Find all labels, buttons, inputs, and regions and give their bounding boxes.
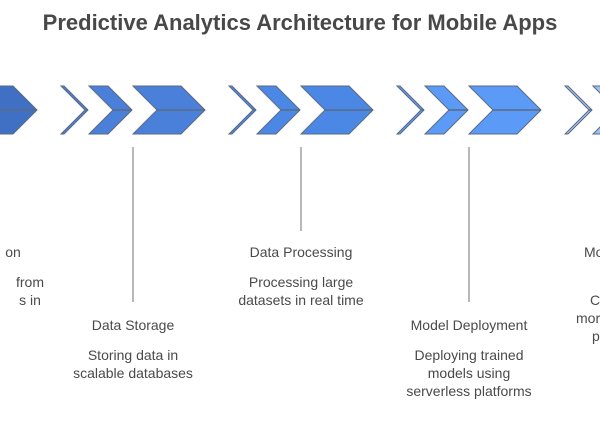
stage-4-description: Deploying trained models using serverles… <box>369 346 569 400</box>
stage-1-desc-line: s in <box>19 292 41 308</box>
stage-4-label: Model Deployment <box>410 317 528 333</box>
stage-2-desc-line: Storing data in <box>87 347 179 363</box>
stage-4-desc-line: serverless platforms <box>406 383 532 399</box>
stage-3-chevron-small <box>227 85 257 135</box>
stage-2-description: Storing data in scalable databases <box>33 346 233 382</box>
stage-4-chevron-small <box>395 85 425 135</box>
stage-5-label: Mo <box>584 244 600 260</box>
stage-1-description: from s in <box>0 273 130 309</box>
stage-2-desc-line: scalable databases <box>73 365 193 381</box>
stage-2-label: Data Storage <box>91 317 175 333</box>
stage-5-desc-line: p <box>592 328 600 344</box>
stage-1-label: on <box>5 244 21 260</box>
stage-1-desc-line: from <box>16 274 44 290</box>
stage-5-chevron-medium <box>591 85 600 135</box>
stage-3-label: Data Processing <box>249 244 353 260</box>
stage-5-chevron-small <box>563 85 593 135</box>
stage-2-chevron-small <box>59 85 89 135</box>
stage-4-desc-line: models using <box>427 365 511 381</box>
diagram-title: Predictive Analytics Architecture for Mo… <box>42 10 558 35</box>
stage-5-desc-line: C <box>590 292 600 308</box>
stage-5-description: C mor p <box>0 291 600 345</box>
stage-3-desc-line: Processing large <box>248 274 354 290</box>
stage-3-description: Processing large datasets in real time <box>201 273 401 309</box>
stage-4-desc-line: Deploying trained <box>414 347 524 363</box>
stage-3-desc-line: datasets in real time <box>238 292 364 308</box>
stage-5-desc-line: mor <box>576 310 600 326</box>
